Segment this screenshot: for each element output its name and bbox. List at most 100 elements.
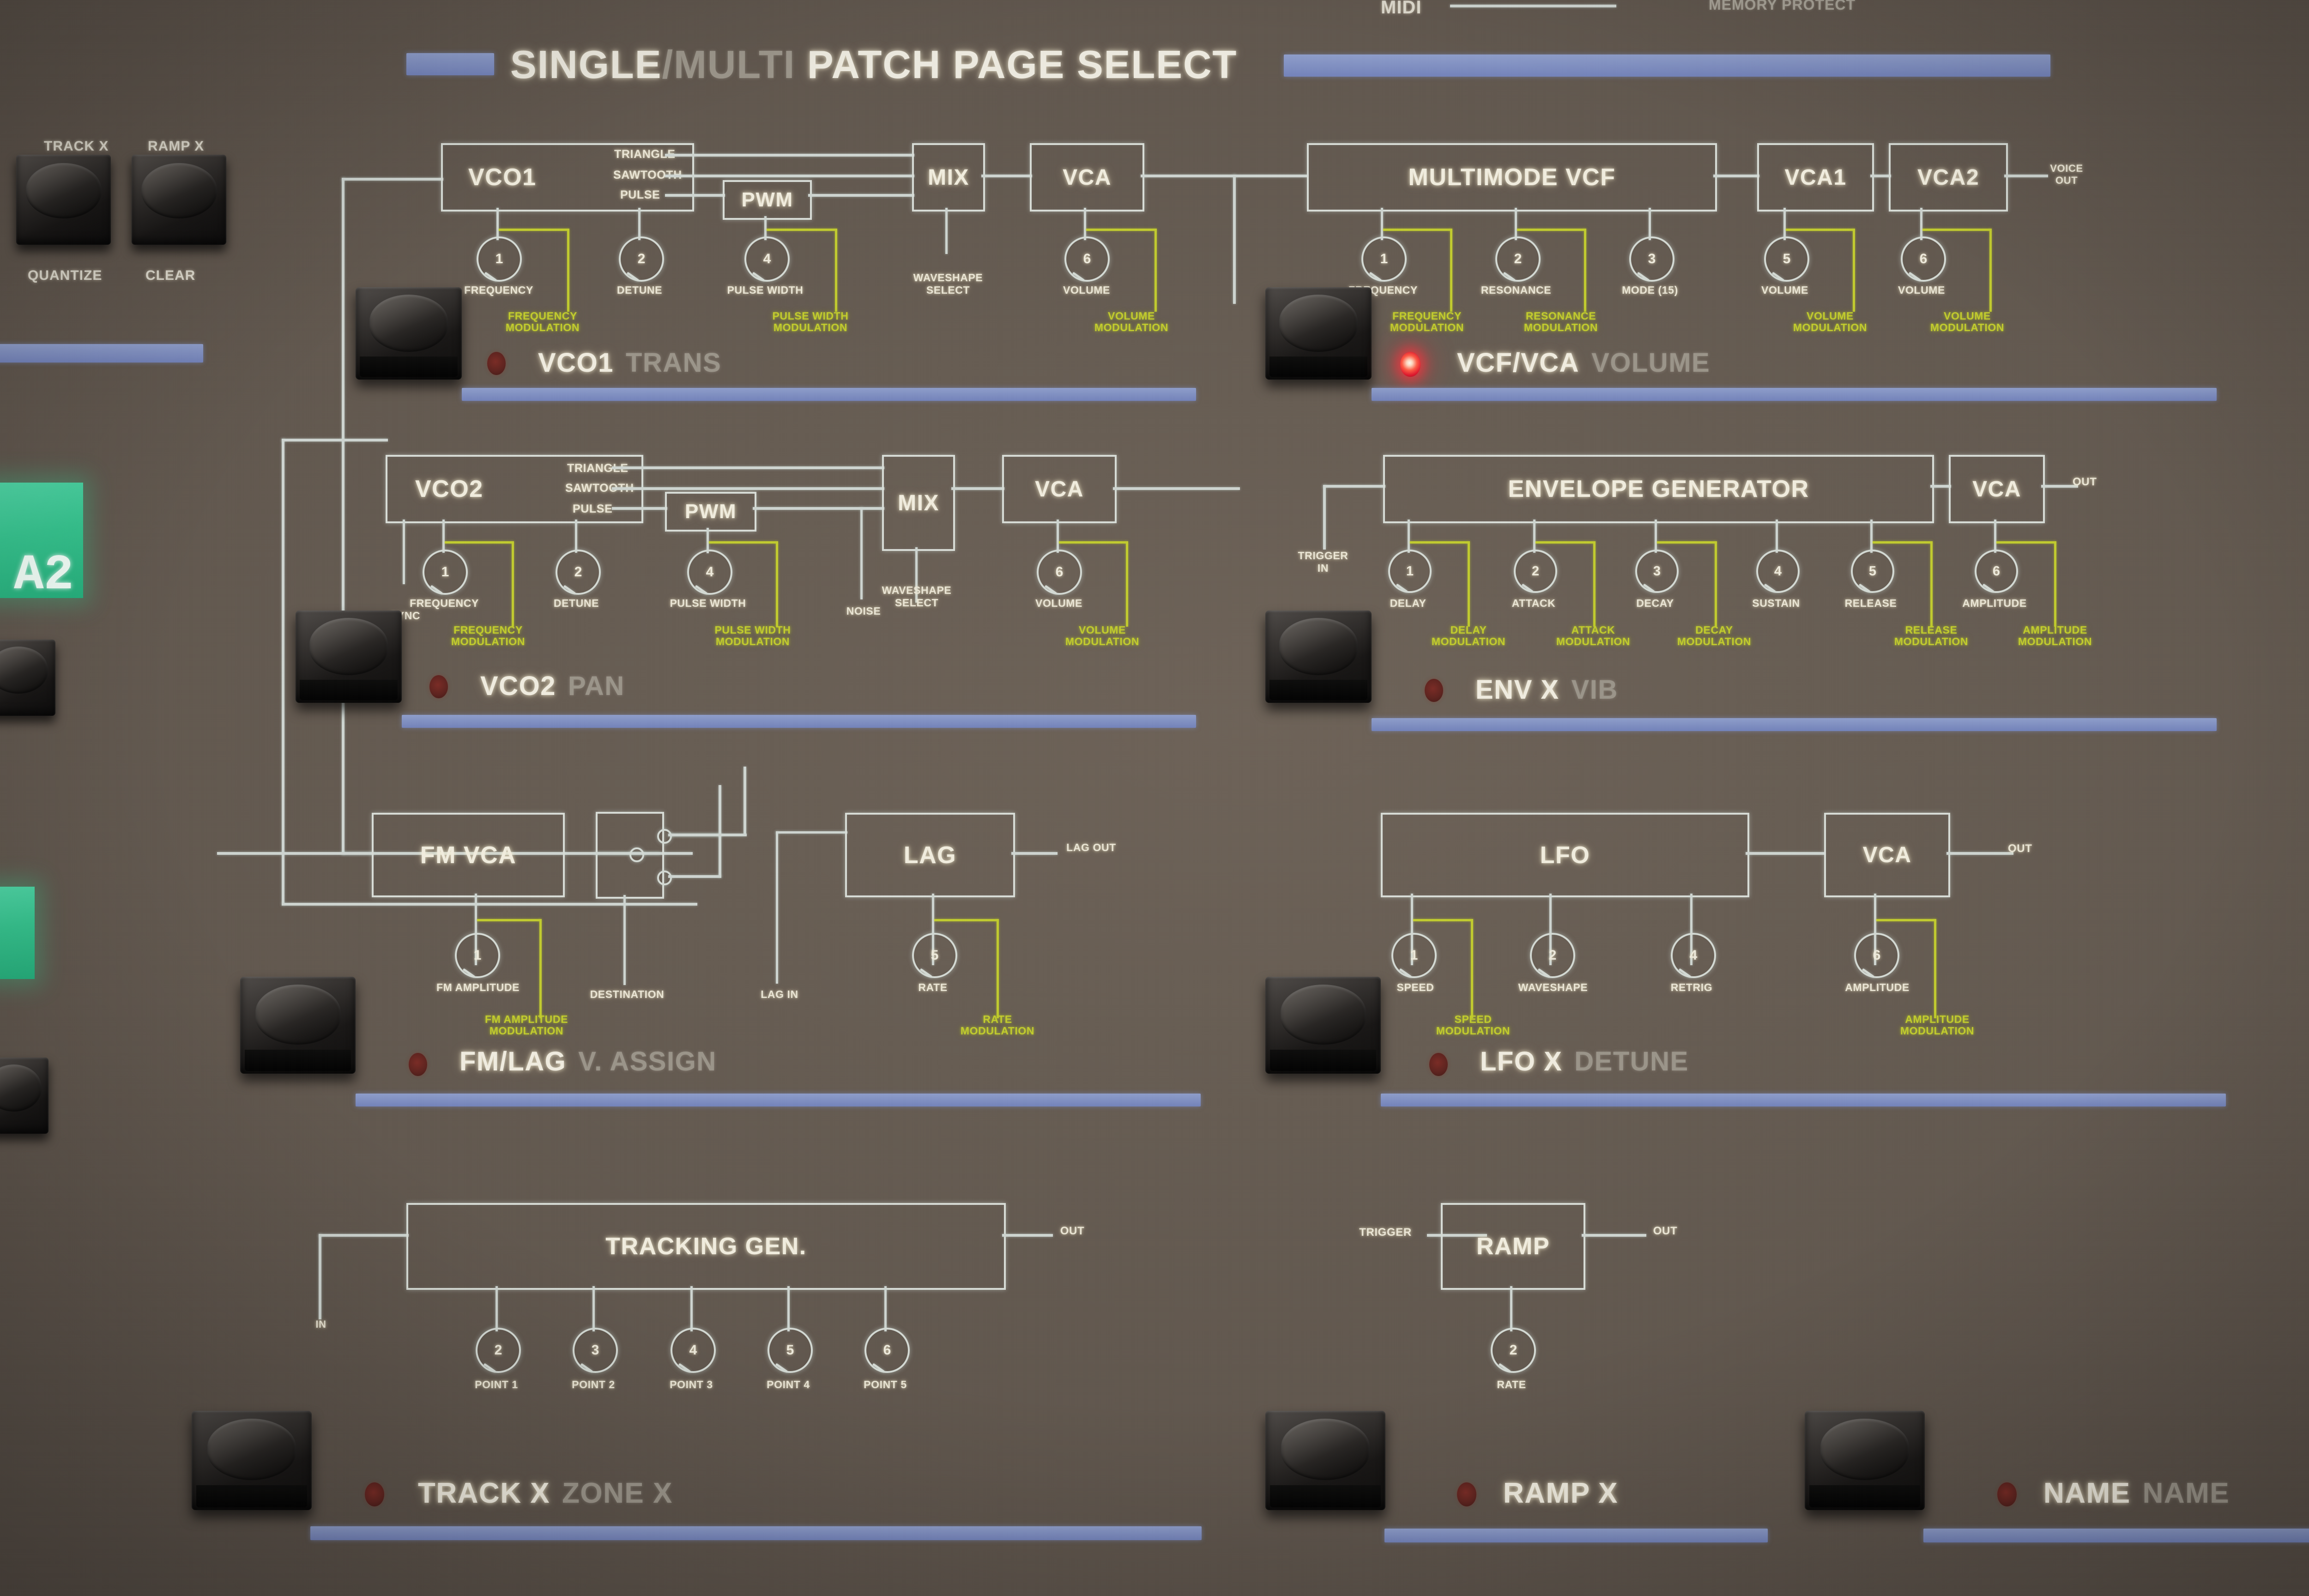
page-button-ramp-x[interactable]: [1265, 1411, 1385, 1510]
knob-vco2-detune[interactable]: 2: [556, 550, 601, 595]
switch-contact-mid[interactable]: [629, 847, 644, 862]
box-lfo: LFO: [1381, 813, 1749, 897]
label-secondary: PAN: [568, 671, 625, 701]
wire: [1713, 175, 1759, 177]
divider-vcf-vca: [1372, 388, 2217, 401]
wire: [342, 178, 443, 181]
label-primary: VCO2: [480, 671, 556, 701]
wire: [612, 487, 884, 490]
side-button-lower-a[interactable]: [0, 640, 55, 716]
label-primary: FM/LAG: [459, 1046, 567, 1076]
wire: [1870, 175, 1891, 177]
knob-vcf-resonance[interactable]: 2: [1495, 236, 1541, 282]
mod-label-fm-amplitude: FM AMPLITUDE MODULATION: [484, 1013, 568, 1037]
mod-wire: [1996, 541, 2055, 544]
label-primary: TRACK X: [418, 1477, 550, 1509]
switch-contact-bottom[interactable]: [657, 871, 672, 885]
knob-lfo-amplitude[interactable]: 6: [1854, 933, 1899, 978]
wire: [1946, 852, 2013, 855]
led-name: [1997, 1482, 2017, 1506]
led-env-x: [1425, 679, 1443, 702]
mod-wire: [1593, 541, 1596, 627]
page-button-fm-lag[interactable]: [240, 977, 356, 1074]
knob-tracking-point-1[interactable]: 2: [476, 1328, 521, 1373]
label-env-decay: DECAY: [1636, 597, 1674, 609]
label-ramp-trigger: TRIGGER: [1359, 1226, 1412, 1239]
side-button-lower-b[interactable]: [0, 1058, 48, 1134]
wire: [1323, 485, 1385, 488]
mod-wire: [1873, 541, 1932, 544]
knob-env-sustain[interactable]: 4: [1756, 550, 1800, 593]
label-voice-out: VOICE OUT: [2050, 163, 2083, 186]
mod-wire: [2054, 541, 2056, 627]
mod-label-env-attack: ATTACK MODULATION: [1556, 624, 1631, 647]
wire: [496, 208, 499, 240]
side-label-clear: CLEAR: [145, 268, 196, 283]
knob-env-amplitude[interactable]: 6: [1975, 550, 2018, 593]
side-button-clear[interactable]: [132, 155, 226, 245]
knob-vco1-volume[interactable]: 6: [1064, 236, 1110, 282]
knob-ramp-rate[interactable]: 2: [1491, 1328, 1536, 1373]
knob-tracking-point-4[interactable]: 5: [768, 1328, 813, 1373]
knob-fm-amplitude[interactable]: 1: [455, 933, 500, 978]
label-vco1-pulse-width: PULSE WIDTH: [727, 284, 804, 296]
label-lfo-waveshape: WAVESHAPE: [1518, 981, 1588, 993]
mod-wire: [1471, 919, 1473, 1018]
knob-vco2-frequency[interactable]: 1: [423, 550, 468, 595]
mod-wire: [1450, 229, 1452, 312]
label-primary: VCO1: [538, 348, 614, 378]
wire: [1057, 520, 1059, 553]
midi-rule: [1450, 5, 1616, 7]
memory-protect-label: MEMORY PROTECT: [1709, 0, 1856, 13]
wire: [1994, 520, 1996, 553]
wire: [1746, 852, 1824, 855]
page-button-vcf-vca[interactable]: [1265, 287, 1372, 380]
label-vco1-waveshape-select: WAVESHAPE SELECT: [913, 272, 983, 296]
mod-wire: [776, 541, 778, 627]
knob-vco1-frequency[interactable]: 1: [477, 236, 522, 282]
side-label-track-x: TRACK X: [44, 139, 109, 154]
mod-wire: [1468, 541, 1470, 627]
knob-tracking-point-3[interactable]: 4: [671, 1328, 716, 1373]
knob-tracking-point-2[interactable]: 3: [573, 1328, 618, 1373]
knob-vco1-detune[interactable]: 2: [619, 236, 664, 282]
mod-wire: [1657, 541, 1716, 544]
page-button-track-x[interactable]: [192, 1411, 312, 1510]
box-ramp: RAMP: [1441, 1203, 1585, 1290]
page-button-vco2[interactable]: [296, 611, 402, 703]
mod-wire: [1383, 229, 1451, 231]
knob-vco2-pulse-width[interactable]: 4: [687, 550, 732, 595]
side-button-quantize[interactable]: [16, 155, 111, 245]
mod-label-lag-rate: RATE MODULATION: [960, 1013, 1035, 1037]
knob-lfo-speed[interactable]: 1: [1391, 933, 1437, 978]
label-primary: RAMP X: [1503, 1477, 1619, 1509]
knob-vca2-volume[interactable]: 6: [1901, 236, 1946, 282]
wire-noise: [860, 507, 863, 599]
knob-vcf-frequency[interactable]: 1: [1361, 236, 1407, 282]
knob-vca1-volume[interactable]: 5: [1764, 236, 1809, 282]
wire: [981, 175, 1032, 177]
page-title: SINGLE/MULTI PATCH PAGE SELECT: [510, 42, 1237, 88]
knob-env-attack[interactable]: 2: [1514, 550, 1557, 593]
knob-tracking-point-5[interactable]: 6: [864, 1328, 910, 1373]
knob-env-decay[interactable]: 3: [1635, 550, 1679, 593]
mod-wire: [1535, 541, 1595, 544]
page-button-env-x[interactable]: [1265, 611, 1372, 703]
display-value: A2: [14, 547, 74, 604]
knob-env-delay[interactable]: 1: [1388, 550, 1432, 593]
wire: [319, 1234, 321, 1319]
label-lfo-retrig: RETRIG: [1670, 981, 1713, 993]
page-button-vco1[interactable]: [356, 287, 462, 380]
knob-vcf-mode[interactable]: 3: [1629, 236, 1674, 282]
divider-fm-lag: [356, 1094, 1201, 1106]
knob-lfo-waveshape[interactable]: 2: [1530, 933, 1575, 978]
knob-vco2-volume[interactable]: 6: [1037, 550, 1082, 595]
knob-lag-rate[interactable]: 5: [912, 933, 957, 978]
knob-vco1-pulse-width[interactable]: 4: [744, 236, 790, 282]
page-button-lfo-x[interactable]: [1265, 977, 1381, 1074]
switch-contact-top[interactable]: [657, 829, 672, 844]
mod-label-vco1-volume: VOLUME MODULATION: [1094, 310, 1169, 333]
knob-env-release[interactable]: 5: [1851, 550, 1894, 593]
page-button-name[interactable]: [1805, 1411, 1925, 1510]
knob-lfo-retrig[interactable]: 4: [1671, 933, 1716, 978]
